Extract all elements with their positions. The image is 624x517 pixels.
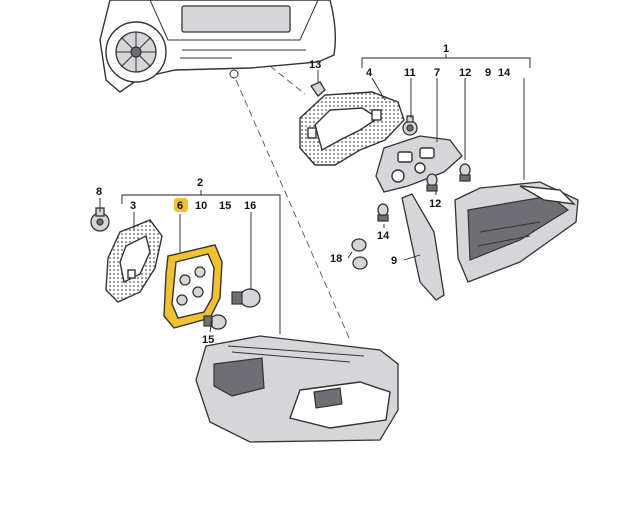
bulb-16 <box>231 288 261 308</box>
vehicle-rear-illustration <box>99 0 337 93</box>
callout-6: 6 <box>177 200 183 212</box>
callout-9-lower: 9 <box>391 255 397 267</box>
leader-dash-car-to-gasket <box>269 65 306 95</box>
tail-lamp-inner <box>454 181 579 283</box>
callout-3: 3 <box>130 200 136 212</box>
callout-8: 8 <box>96 186 102 198</box>
leader-dash-car-to-lamp <box>235 79 351 341</box>
callout-15-lower: 15 <box>202 334 214 346</box>
small-caps-18 <box>351 238 368 270</box>
bulb-upper-right-a <box>459 163 471 182</box>
clip-upper <box>310 81 326 97</box>
bulb-carrier-upper-right <box>375 135 463 193</box>
callout-14-top: 14 <box>498 67 511 79</box>
callout-12-lower: 12 <box>429 198 441 210</box>
screw-upper <box>402 115 418 136</box>
gasket-left-3 <box>105 219 163 303</box>
callout-1: 1 <box>443 43 449 55</box>
bulb-15 <box>203 314 227 330</box>
callout-9-top: 9 <box>485 67 491 79</box>
callout-10: 10 <box>195 200 207 212</box>
callout-7: 7 <box>434 67 440 79</box>
tail-lamp-outer <box>195 335 399 443</box>
bulb-carrier-6-highlighted <box>163 244 223 329</box>
highlight-badge-6 <box>174 198 188 212</box>
gasket-upper-right <box>299 91 405 166</box>
callout-16: 16 <box>244 200 256 212</box>
callout-14-lower: 14 <box>377 230 390 242</box>
callout-11: 11 <box>404 67 416 79</box>
callout-2: 2 <box>197 177 203 189</box>
callout-18: 18 <box>330 253 342 265</box>
callout-13: 13 <box>309 59 321 71</box>
callout-15-top: 15 <box>219 200 231 212</box>
bulb-upper-right-b <box>426 173 438 192</box>
trim-strip-9 <box>401 193 445 301</box>
callout-12-top: 12 <box>459 67 471 79</box>
callout-4: 4 <box>366 67 373 79</box>
bulb-upper-right-c <box>377 203 389 222</box>
